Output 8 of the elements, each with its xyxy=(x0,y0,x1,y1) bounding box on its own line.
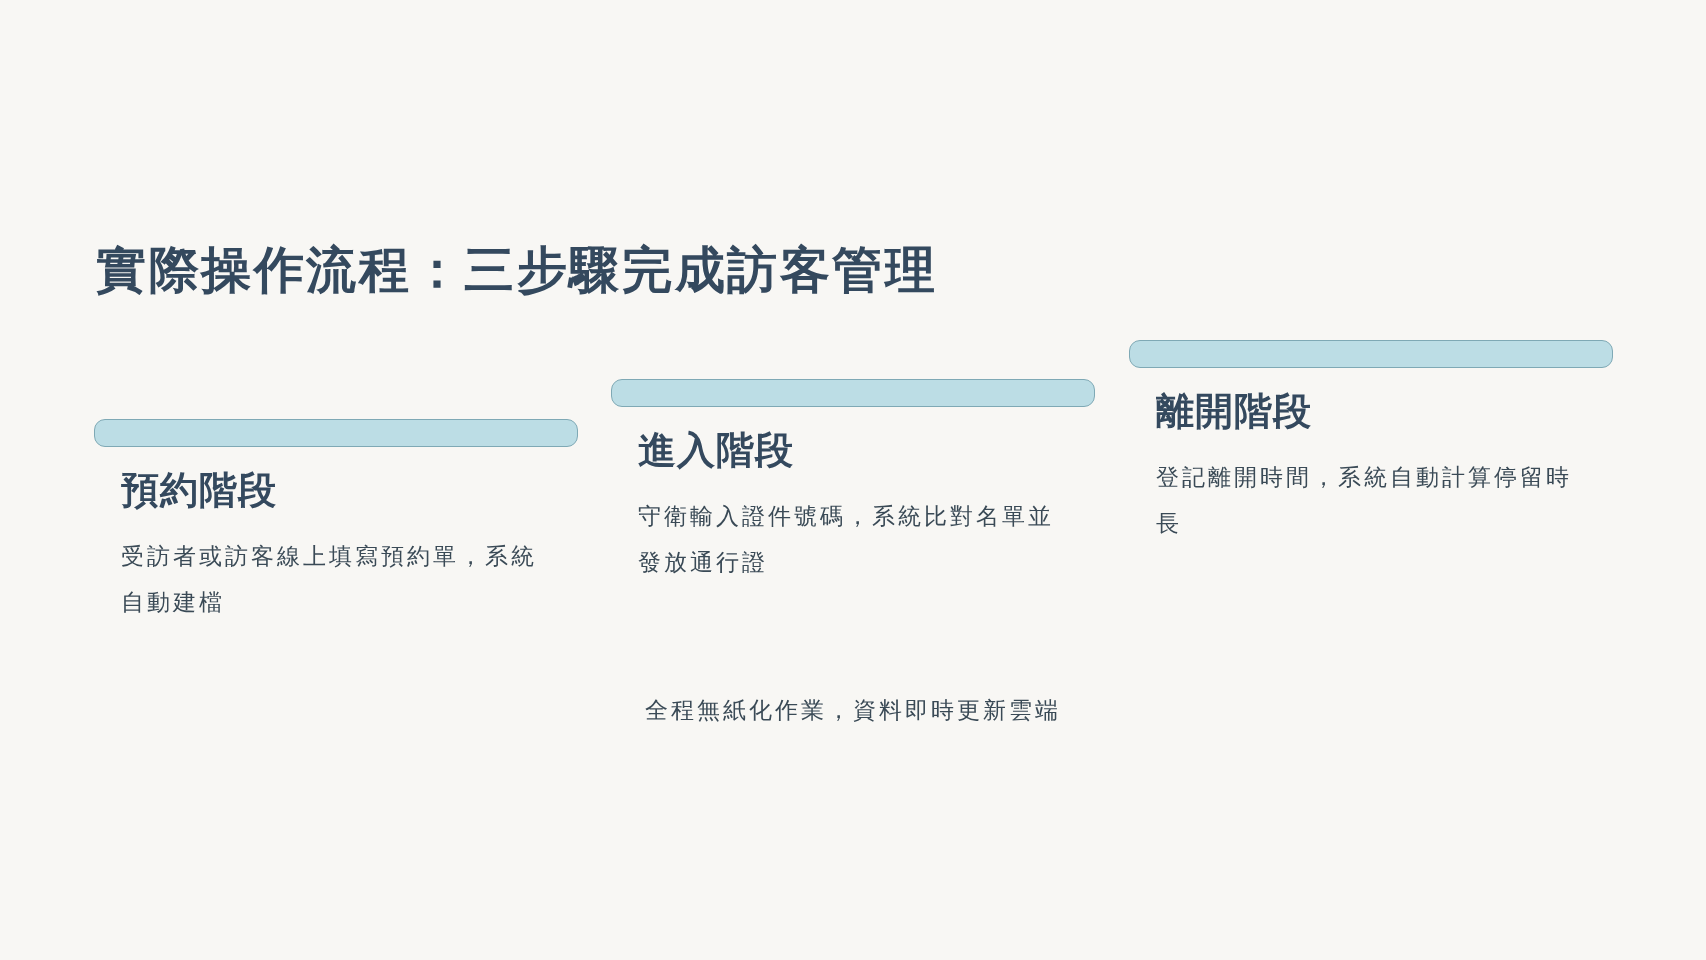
stage-description: 守衛輸入證件號碼，系統比對名單並發放通行證 xyxy=(638,501,1055,577)
slide-title: 實際操作流程：三步驟完成訪客管理 xyxy=(96,240,938,300)
stage-heading: 離開階段 xyxy=(1156,389,1312,435)
stage-heading: 預約階段 xyxy=(121,468,277,514)
stage-description: 登記離開時間，系統自動計算停留時長 xyxy=(1156,462,1573,538)
footer-note: 全程無紙化作業，資料即時更新雲端 xyxy=(645,697,1061,723)
stage-heading: 進入階段 xyxy=(638,428,794,474)
stage-description: 受訪者或訪客線上填寫預約單，系統自動建檔 xyxy=(121,541,538,617)
